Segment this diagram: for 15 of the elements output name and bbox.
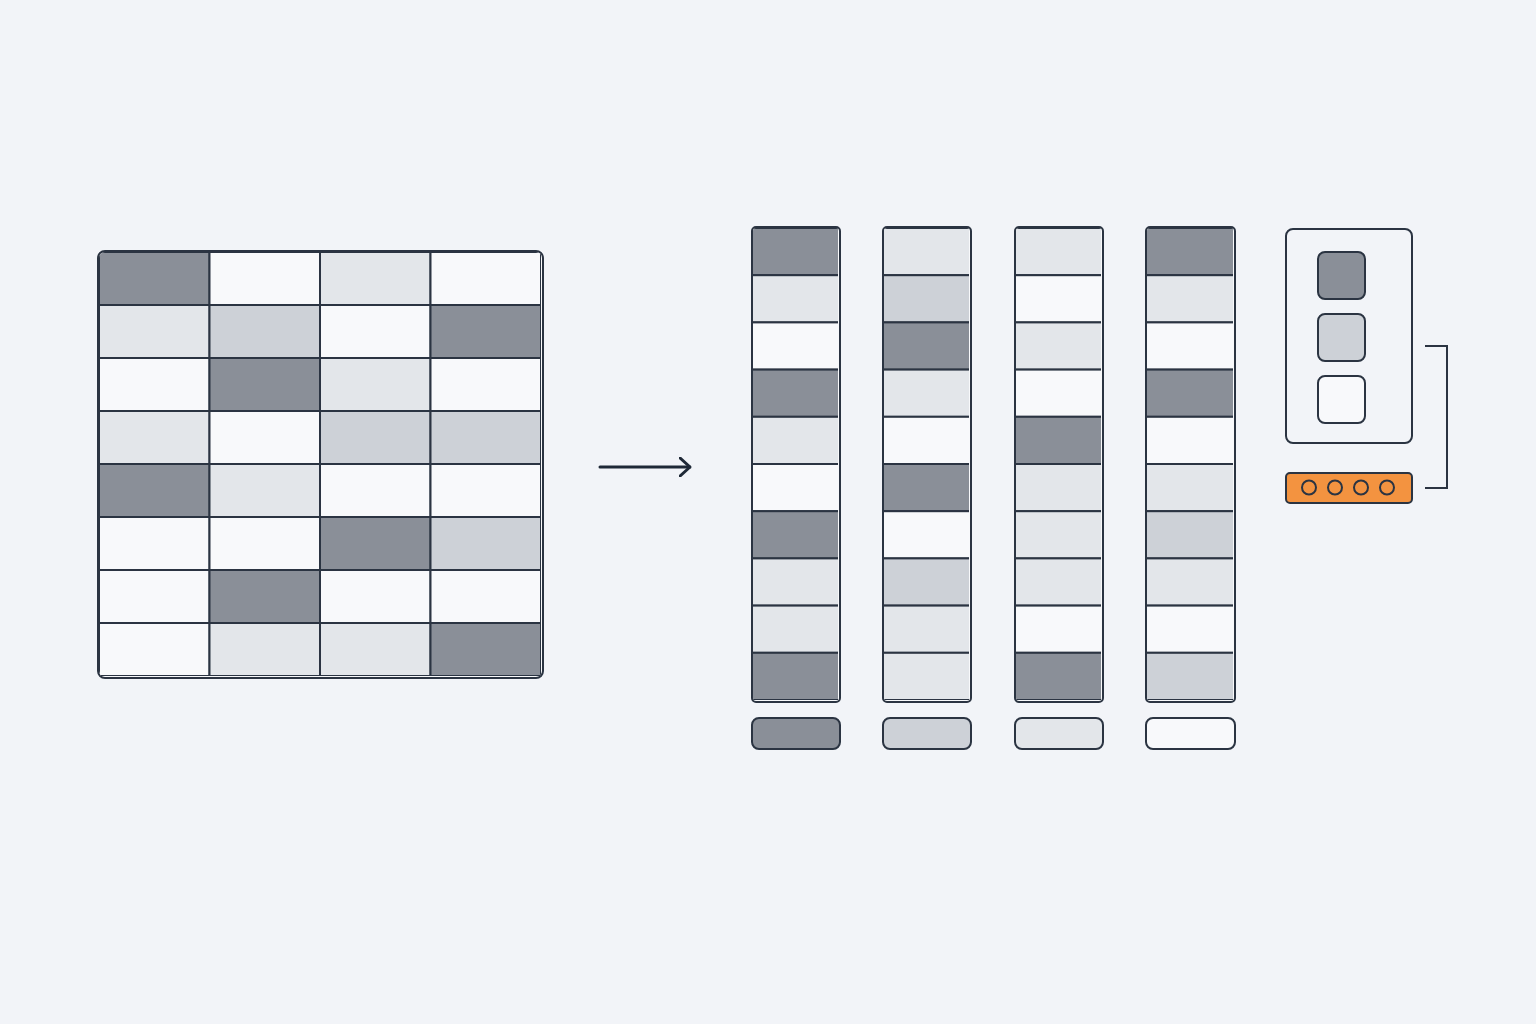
arrow: [598, 456, 692, 478]
swatch: [1317, 375, 1366, 424]
column-bar: [1145, 226, 1236, 703]
column-footer: [1145, 717, 1236, 750]
column-bar: [751, 226, 841, 703]
column-bar: [1014, 226, 1104, 703]
column-footer: [751, 717, 841, 750]
dark-swatch: [1317, 251, 1366, 300]
swatch-panel: [1285, 228, 1413, 444]
column-bar: [882, 226, 972, 703]
dots-bar: [1285, 472, 1413, 504]
column-footer: [1014, 717, 1104, 750]
swatch: [1317, 313, 1366, 362]
data-table: [97, 250, 544, 679]
column-footer: [882, 717, 972, 750]
